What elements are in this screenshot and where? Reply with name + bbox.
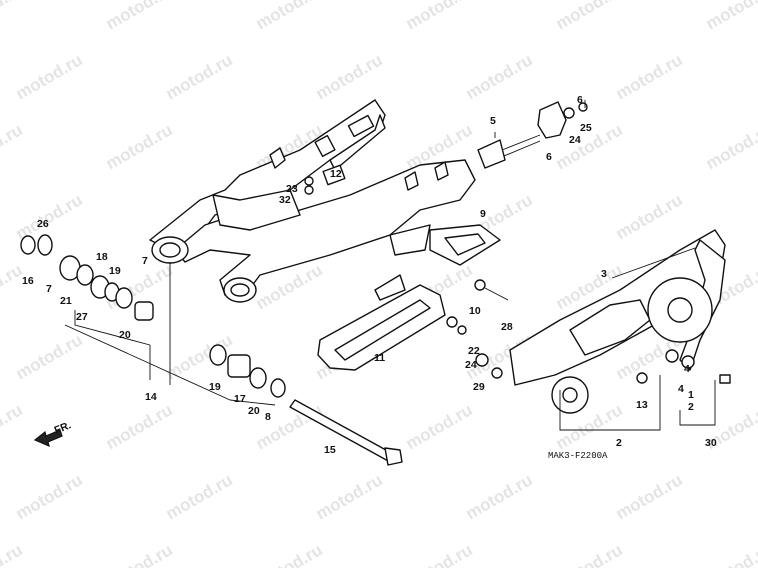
callout-number: 24 [465,359,477,371]
watermark-text: motod.ru [13,50,86,103]
watermark-text: motod.ru [0,400,26,453]
callout-number: 24 [569,134,581,146]
callout-number: 5 [490,115,496,127]
callout-number: 15 [324,444,336,456]
callout-number: 9 [480,208,486,220]
callout-number: 4 [678,383,684,395]
callout-number: 32 [279,194,291,206]
callout-number: 1 [688,389,694,401]
callout-number: 22 [468,345,480,357]
callout-number: 19 [209,381,221,393]
callout-number: 14 [145,391,157,403]
callout-number: 7 [46,283,52,295]
callout-number: 17 [234,393,246,405]
callout-number: 3 [601,268,607,280]
callout-number: 21 [60,295,72,307]
watermark-text: motod.ru [13,330,86,383]
callout-number: 6 [577,94,583,106]
watermark-text: motod.ru [403,540,476,568]
watermark-text: motod.ru [613,190,686,243]
callout-number: 27 [76,311,88,323]
callout-number: 4 [684,363,690,375]
watermark-text: motod.ru [163,470,236,523]
watermark-text: motod.ru [163,50,236,103]
watermark-text: motod.ru [403,400,476,453]
bearing-stack-lower [210,345,285,397]
watermark-text: motod.ru [403,0,476,33]
callout-number: 10 [469,305,481,317]
watermark-text: motod.ru [703,540,758,568]
callout-number: 11 [374,352,385,364]
watermark-text: motod.ru [103,400,176,453]
driven-sprocket [648,278,712,342]
watermark-text: motod.ru [463,470,536,523]
chain-adjuster [478,135,540,168]
watermark-text: motod.ru [553,540,626,568]
watermark-text: motod.ru [103,540,176,568]
callout-number: 25 [580,122,592,134]
watermark-text: motod.ru [613,470,686,523]
callout-number: 19 [109,265,121,277]
watermark-text: motod.ru [0,540,26,568]
callout-number: 7 [142,255,148,267]
callout-number: 20 [248,405,260,417]
watermark-text: motod.ru [13,470,86,523]
watermark-text: motod.ru [553,0,626,33]
diagram-code: MAK3-F2200A [548,451,608,461]
watermark-text: motod.ru [0,0,26,33]
watermark-text: motod.ru [103,0,176,33]
callout-number: 6 [546,151,552,163]
callout-number: 2 [688,401,694,413]
callout-number: 18 [96,251,108,263]
watermark-text: motod.ru [613,50,686,103]
watermark-text: motod.ru [313,50,386,103]
callout-number: 8 [265,411,271,423]
pivot-axle [290,400,402,465]
bearing-stack-left [21,235,153,320]
watermark-text: motod.ru [13,190,86,243]
watermark-text: motod.ru [0,120,26,173]
watermark-text: motod.ru [313,470,386,523]
callout-number: 16 [22,275,34,287]
callout-number: 28 [501,321,513,333]
watermark-text: motod.ru [463,50,536,103]
watermark-text: motod.ru [703,120,758,173]
watermark-text: motod.ru [703,0,758,33]
callout-number: 29 [473,381,485,393]
front-direction-arrow: FR. [35,419,73,446]
callout-number: 13 [636,399,648,411]
callout-number: 20 [119,329,131,341]
callout-number: 12 [330,168,342,180]
drive-sprocket [552,377,588,413]
watermark-text: motod.ru [253,540,326,568]
watermark-text: motod.ru [253,0,326,33]
watermark-text: motod.ru [103,120,176,173]
callout-number: 26 [37,218,49,230]
callout-number: 33 [0,0,12,3]
watermark-text: motod.ru [253,400,326,453]
callout-number: 2 [616,437,622,449]
callout-number: 30 [705,437,717,449]
front-label: FR. [53,419,73,436]
